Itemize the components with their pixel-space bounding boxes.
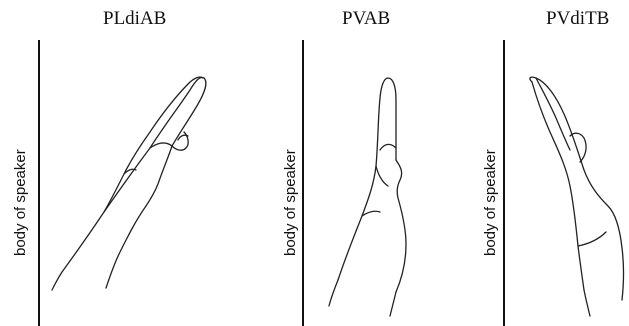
hand-drawing-pldiab <box>0 0 210 326</box>
hand-drawing-pvditb <box>420 0 629 326</box>
hand-drawing-pvab <box>210 0 420 326</box>
panel-pvditb: PVdiTB body of speaker <box>420 0 629 326</box>
panel-pldiab: PLdiAB body of speaker <box>0 0 210 326</box>
panel-pvab: PVAB body of speaker <box>210 0 420 326</box>
